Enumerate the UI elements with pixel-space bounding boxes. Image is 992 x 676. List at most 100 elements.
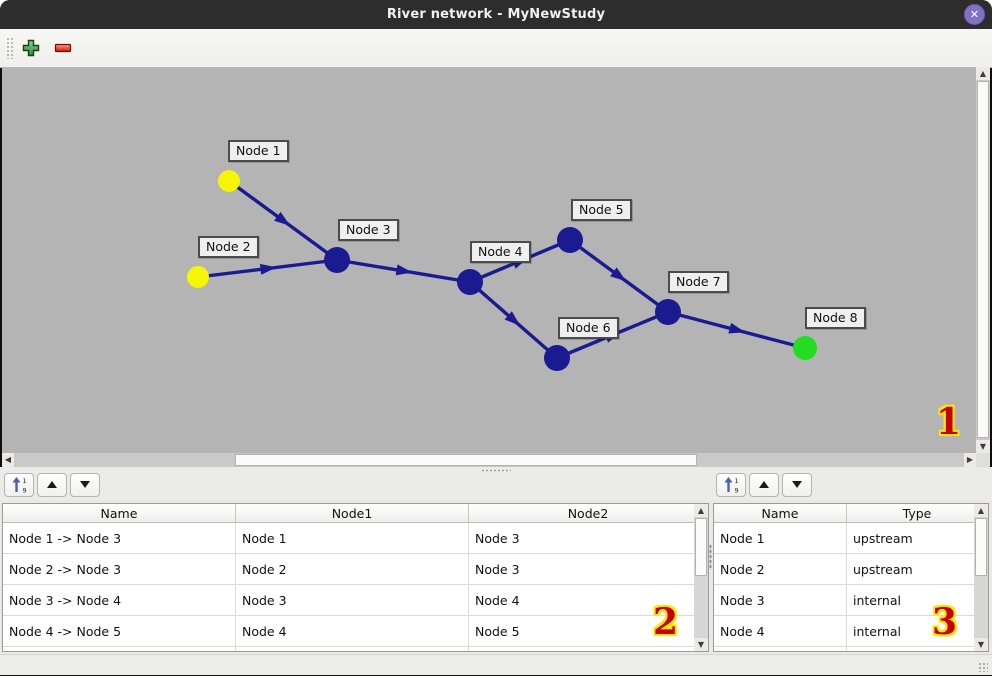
scroll-up-button[interactable]: ▲	[976, 67, 990, 80]
table-cell[interactable]: internal	[847, 585, 988, 615]
node-node-5[interactable]	[557, 227, 583, 253]
node-node-7[interactable]	[655, 299, 681, 325]
scroll-up-icon: ▲	[697, 505, 705, 515]
table-cell[interactable]: Node 3	[469, 523, 708, 553]
table-cell[interactable]: upstream	[847, 523, 988, 553]
node-label[interactable]: Node 3	[338, 219, 399, 241]
node-node-1[interactable]	[218, 170, 240, 192]
edge-arrow-icon	[610, 267, 627, 282]
close-button[interactable]: ✕	[964, 4, 985, 25]
table-cell	[3, 647, 236, 651]
vertical-panel-splitter[interactable]	[709, 544, 712, 570]
sort-1-9-icon: 19	[12, 477, 26, 493]
edges-move-down-button[interactable]	[70, 473, 100, 497]
table-cell[interactable]: internal	[847, 616, 988, 646]
scroll-left-button[interactable]: ◀	[2, 453, 14, 467]
table-cell[interactable]: Node 3	[469, 554, 708, 584]
table-cell	[236, 647, 469, 651]
window-title: River network - MyNewStudy	[386, 7, 606, 22]
edges-move-up-button[interactable]	[37, 473, 67, 497]
table-cell[interactable]: Node 3 -> Node 4	[3, 585, 236, 615]
table-row-empty	[714, 647, 988, 651]
table-cell[interactable]: Node 4 -> Node 5	[3, 616, 236, 646]
scroll-down-button[interactable]: ▼	[974, 638, 988, 651]
table-cell[interactable]: Node 2	[236, 554, 469, 584]
splitter-grip-icon	[481, 469, 511, 472]
table-cell[interactable]: Node 4	[714, 616, 847, 646]
column-header[interactable]: Type	[847, 504, 988, 522]
node-label[interactable]: Node 2	[198, 236, 259, 258]
network-svg	[187, 170, 817, 371]
node-label[interactable]: Node 1	[228, 140, 289, 162]
toolbar-grip-handle[interactable]	[6, 37, 14, 59]
column-header[interactable]: Name	[714, 504, 847, 522]
node-node-4[interactable]	[457, 269, 483, 295]
toolbar	[0, 29, 992, 68]
table-cell[interactable]: Node 4	[236, 616, 469, 646]
column-header[interactable]: Node2	[469, 504, 708, 522]
table-cell[interactable]: upstream	[847, 554, 988, 584]
node-label[interactable]: Node 7	[668, 271, 729, 293]
triangle-up-icon	[758, 481, 769, 488]
canvas-vscroll-thumb[interactable]	[977, 81, 989, 438]
svg-text:9: 9	[734, 487, 738, 494]
titlebar[interactable]: River network - MyNewStudy ✕	[0, 0, 992, 29]
scroll-down-button[interactable]: ▼	[976, 440, 990, 453]
scroll-up-button[interactable]: ▲	[974, 504, 988, 517]
table-cell[interactable]: Node 2 -> Node 3	[3, 554, 236, 584]
scroll-up-button[interactable]: ▲	[694, 504, 708, 517]
resize-grip-icon[interactable]	[978, 662, 988, 672]
node-node-2[interactable]	[187, 266, 209, 288]
nodes-table-scrollbar[interactable]: ▲ ▼	[974, 504, 988, 651]
network-canvas[interactable]: Node 1 Node 2 Node 3 Node 4 Node 5 Node 6 Node…	[2, 67, 976, 453]
horizontal-splitter[interactable]	[0, 467, 992, 473]
sort-1-9-icon: 19	[724, 477, 738, 494]
canvas-hscroll-thumb[interactable]	[235, 454, 697, 466]
table-cell[interactable]: Node 1	[714, 523, 847, 553]
table-cell[interactable]: Node 1 -> Node 3	[3, 523, 236, 553]
edges-table-scrollbar[interactable]: ▲ ▼	[694, 504, 708, 651]
nodes-move-down-button[interactable]	[782, 473, 812, 497]
node-node-3[interactable]	[324, 247, 350, 273]
table-cell[interactable]: Node 2	[714, 554, 847, 584]
table-cell[interactable]: Node 1	[236, 523, 469, 553]
nodes-move-up-button[interactable]	[749, 473, 779, 497]
annotation-number: 2	[653, 601, 679, 643]
column-header[interactable]: Name	[3, 504, 236, 522]
node-node-8[interactable]	[793, 336, 817, 360]
edge-arrow-icon	[728, 322, 746, 334]
node-label[interactable]: Node 8	[805, 307, 866, 329]
node-label[interactable]: Node 6	[558, 317, 619, 339]
canvas-vertical-scrollbar[interactable]: ▲ ▼	[976, 67, 990, 453]
column-header[interactable]: Node1	[236, 504, 469, 522]
remove-node-button[interactable]	[51, 36, 75, 60]
table-cell[interactable]: Node 3	[714, 585, 847, 615]
triangle-up-icon	[46, 481, 57, 488]
scroll-left-icon: ◀	[4, 455, 12, 464]
scroll-up-icon: ▲	[977, 505, 985, 515]
nodes-table-scroll-thumb[interactable]	[975, 518, 987, 576]
triangle-down-icon	[79, 481, 90, 488]
canvas-horizontal-scrollbar[interactable]: ◀ ▶	[2, 453, 976, 467]
node-label[interactable]: Node 4	[470, 241, 531, 263]
edges-table-scroll-thumb[interactable]	[695, 518, 707, 576]
table-row-empty	[3, 647, 708, 651]
scroll-right-button[interactable]: ▶	[964, 453, 976, 467]
scroll-down-button[interactable]: ▼	[694, 638, 708, 651]
node-node-6[interactable]	[544, 345, 570, 371]
add-node-button[interactable]	[19, 36, 43, 60]
table-cell[interactable]: Node 3	[236, 585, 469, 615]
node-label[interactable]: Node 5	[571, 199, 632, 221]
